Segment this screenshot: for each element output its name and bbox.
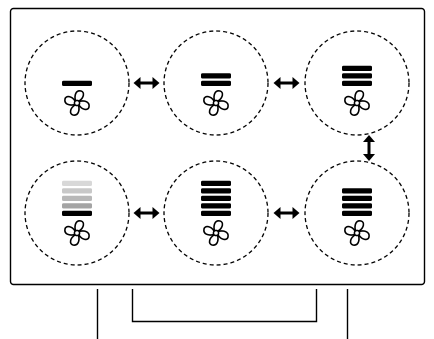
- speed-level-bar: [201, 80, 231, 86]
- speed-level-bar: [62, 188, 92, 194]
- speed-level-bar: [342, 203, 372, 209]
- speed-level-bar: [342, 188, 372, 194]
- speed-level-bar: [342, 80, 372, 86]
- mode-speed-5: [163, 160, 269, 266]
- double-arrow-horizontal-icon: [273, 207, 300, 219]
- speed-level-bar: [201, 180, 231, 186]
- double-arrow-vertical-icon: [363, 135, 375, 161]
- speed-level-bar: [201, 203, 231, 209]
- speed-level-bar: [62, 195, 92, 201]
- double-arrow-horizontal-icon: [273, 77, 300, 89]
- speed-level-bar: [342, 195, 372, 201]
- double-arrow-horizontal-icon: [133, 77, 160, 89]
- mode-speed-4: [304, 160, 410, 266]
- speed-level-bar: [342, 73, 372, 79]
- speed-level-bar: [62, 210, 92, 216]
- mode-auto-cycle: [24, 160, 130, 266]
- speed-level-bar: [201, 195, 231, 201]
- speed-level-bar: [62, 80, 92, 86]
- mode-speed-2: [163, 30, 269, 136]
- speed-level-bar: [342, 210, 372, 216]
- speed-level-bar: [201, 210, 231, 216]
- mode-speed-1: [24, 30, 130, 136]
- speed-level-bar: [342, 65, 372, 71]
- speed-level-bar: [62, 180, 92, 186]
- bottom-bracket: [131, 289, 318, 323]
- modes-layer: [24, 30, 410, 266]
- arrows-layer: [133, 77, 375, 219]
- double-arrow-horizontal-icon: [133, 207, 160, 219]
- speed-level-bar: [201, 73, 231, 79]
- mode-speed-3: [304, 30, 410, 136]
- speed-level-bar: [62, 203, 92, 209]
- speed-level-bar: [201, 188, 231, 194]
